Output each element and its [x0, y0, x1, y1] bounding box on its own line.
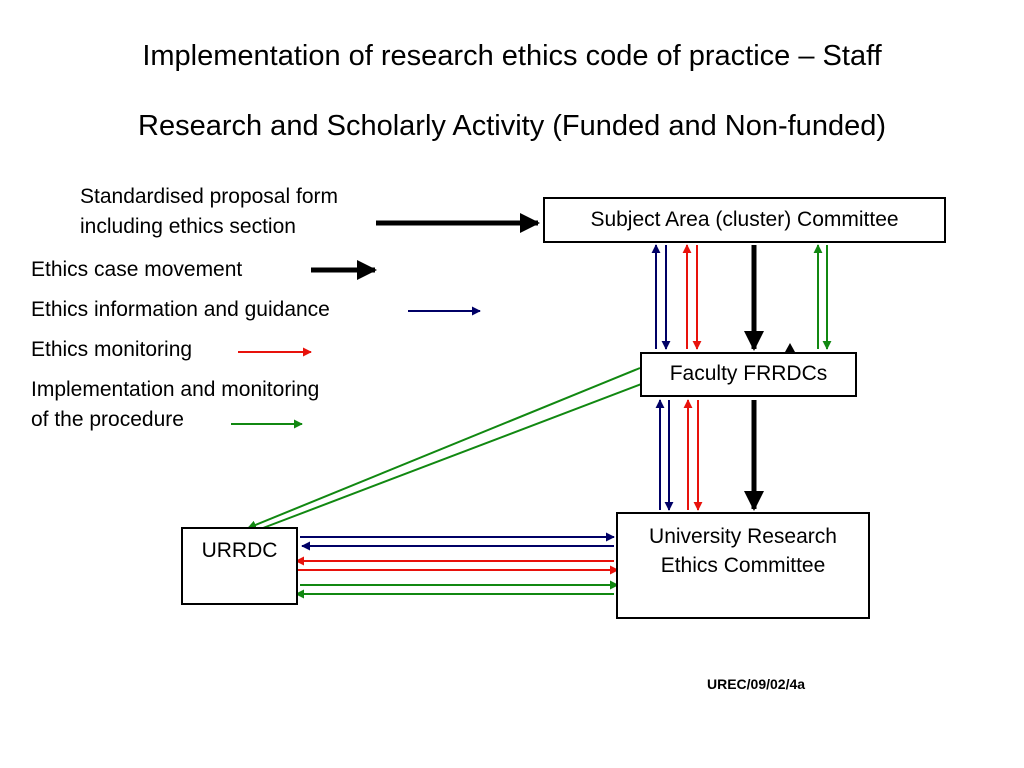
faculty-frrdcs-node: Faculty FRRDCs: [640, 352, 857, 397]
implementation-arrow-faculty-to-urrdc: [247, 367, 641, 530]
legend-implementation-line-1: Implementation and monitoring: [31, 378, 320, 401]
legend-information-guidance: Ethics information and guidance: [31, 298, 330, 321]
urrdc-node: URRDC: [181, 527, 298, 605]
input-note-line-2: including ethics section: [80, 215, 296, 238]
document-reference: UREC/09/02/4a: [707, 676, 806, 692]
legend-implementation-line-2: of the procedure: [31, 408, 184, 431]
faculty-small-marker: [785, 343, 795, 352]
input-note-line-1: Standardised proposal form: [80, 185, 338, 208]
page-title-line-1: Implementation of research ethics code o…: [142, 40, 882, 72]
page-title-line-2: Research and Scholarly Activity (Funded …: [138, 110, 886, 142]
university-research-ethics-committee-node: University Research Ethics Committee: [616, 512, 870, 619]
subject-area-committee-node: Subject Area (cluster) Committee: [543, 197, 946, 243]
legend-case-movement: Ethics case movement: [31, 258, 243, 281]
legend-monitoring: Ethics monitoring: [31, 338, 193, 361]
implementation-arrow-urrdc-to-faculty: [262, 378, 653, 529]
